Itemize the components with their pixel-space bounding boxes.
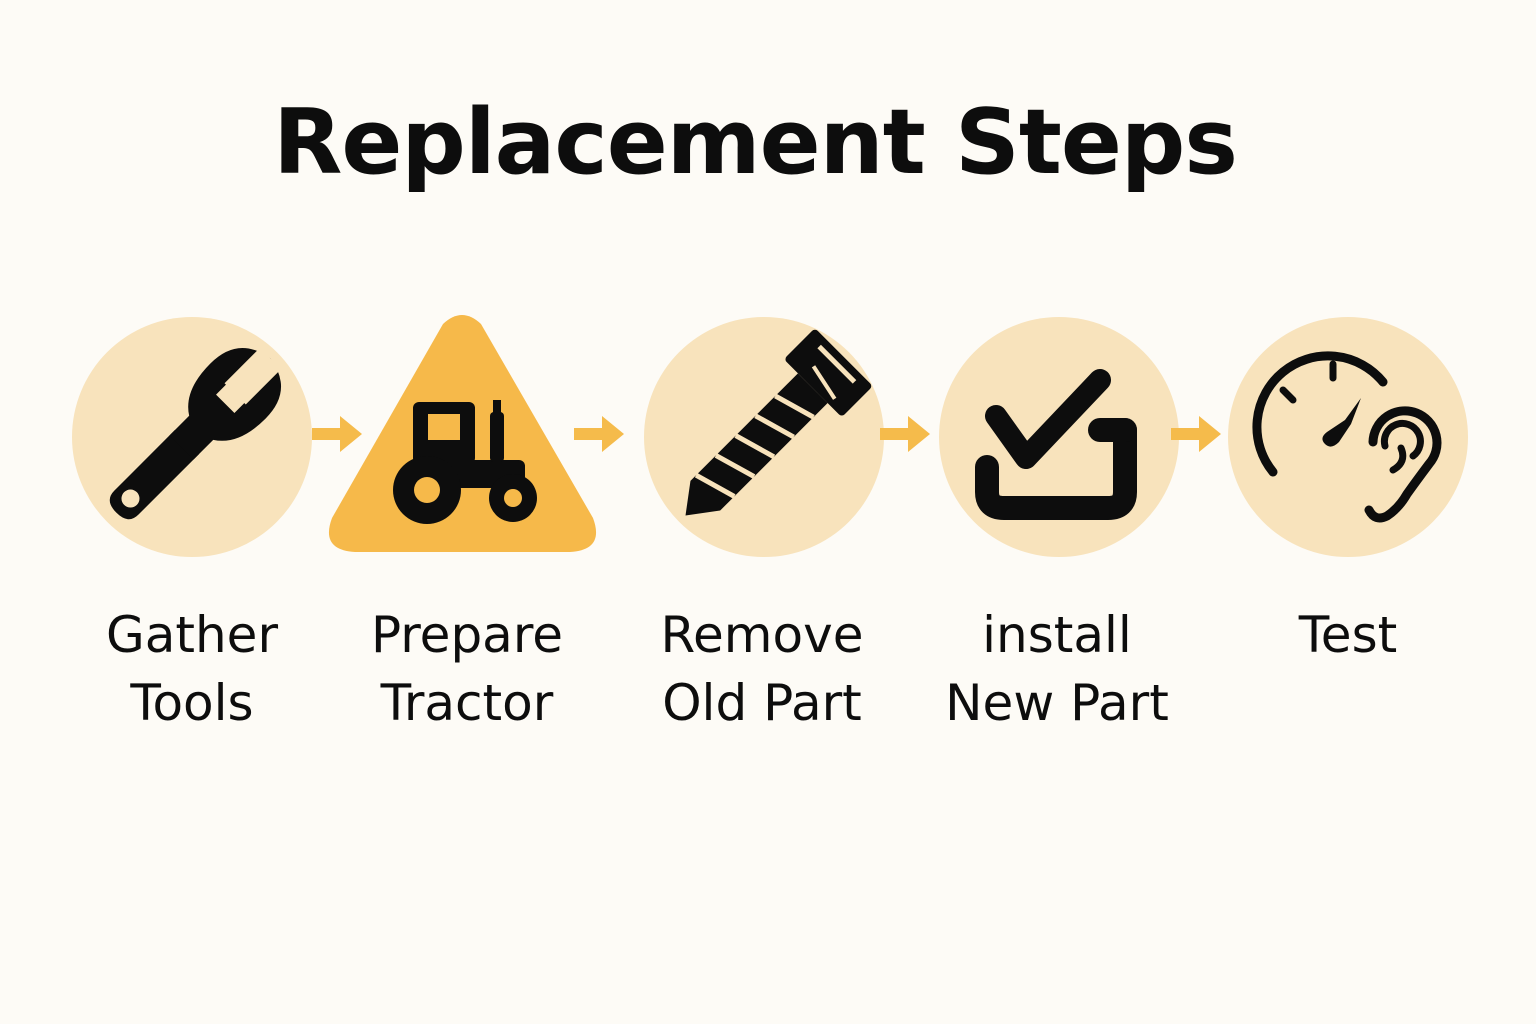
step-label-line: Remove <box>660 606 864 664</box>
step-label-line: install <box>982 606 1132 664</box>
step-3-badge <box>639 312 889 562</box>
step-label-line: Prepare <box>370 606 564 664</box>
page-title: Replacement Steps <box>273 90 1238 195</box>
arrow-icon <box>1171 414 1223 454</box>
step-5-label: Test <box>1198 601 1498 669</box>
step-label-line: Tractor <box>380 674 554 732</box>
step-1-badge <box>67 312 317 562</box>
arrow-icon <box>880 414 932 454</box>
step-2-label: Prepare Tractor <box>317 601 617 737</box>
arrow-icon <box>574 414 626 454</box>
gauge-ear-icon <box>1228 317 1468 557</box>
step-label-line: Tools <box>130 674 254 732</box>
step-label-line: Gather <box>106 606 278 664</box>
step-1-label: Gather Tools <box>42 601 342 737</box>
step-4-badge <box>934 312 1184 562</box>
step-label-line: Test <box>1298 606 1398 664</box>
step-label-line: New Part <box>945 674 1169 732</box>
bolt-icon <box>644 317 884 557</box>
step-2-badge <box>325 310 600 555</box>
tractor-icon <box>328 315 597 552</box>
step-4-label: install New Part <box>907 601 1207 737</box>
step-3-label: Remove Old Part <box>612 601 912 737</box>
arrow-icon <box>312 414 364 454</box>
wrench-icon <box>72 317 312 557</box>
step-5-badge <box>1223 312 1473 562</box>
step-label-line: Old Part <box>662 674 862 732</box>
install-check-icon <box>939 317 1179 557</box>
